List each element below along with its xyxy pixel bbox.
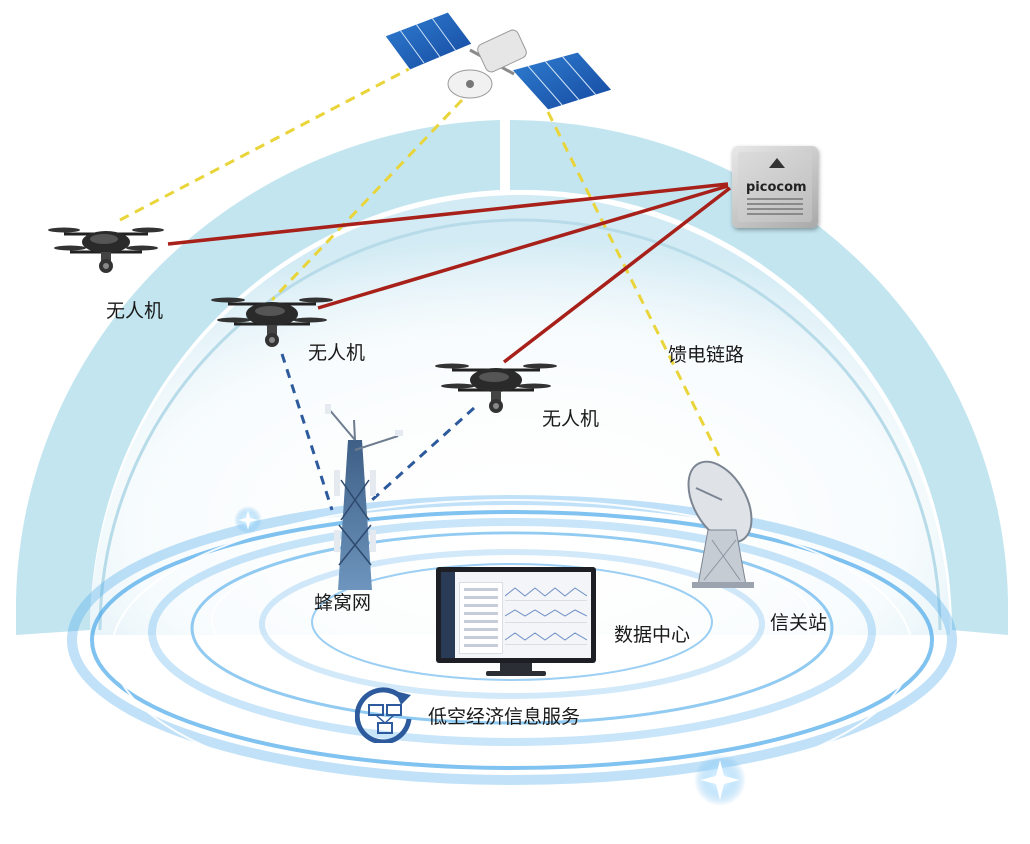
chip-links — [167, 182, 732, 364]
chip-icon: picocom — [732, 146, 818, 228]
label-data-center: 数据中心 — [614, 624, 691, 646]
drone-icon — [435, 363, 557, 413]
drone-icon — [211, 297, 333, 347]
cellular-links — [280, 353, 476, 511]
dish-antenna-icon — [687, 460, 754, 588]
sparkle-icon — [700, 760, 740, 800]
label-cellular-network: 蜂窝网 — [314, 592, 372, 614]
monitor-base — [486, 671, 546, 676]
satellite-icon — [384, 11, 613, 111]
chip-logo-mark — [769, 158, 785, 168]
vortex — [67, 495, 957, 801]
dashboard-screen — [441, 572, 591, 658]
label-drone-2: 无人机 — [308, 342, 366, 364]
monitor-icon — [436, 567, 596, 663]
network-service-icon — [355, 687, 412, 743]
label-drone-3: 无人机 — [542, 408, 600, 430]
sparkle-icon — [238, 510, 258, 530]
satellite-links — [119, 56, 724, 463]
drone-icon — [48, 227, 164, 273]
label-feeder-link: 馈电链路 — [668, 344, 745, 366]
chip-fine-print — [747, 198, 803, 218]
label-drone-1: 无人机 — [106, 300, 164, 322]
cell-tower-icon — [325, 404, 403, 590]
monitor-stand — [500, 663, 532, 671]
chip-brand: picocom — [746, 180, 807, 195]
label-service: 低空经济信息服务 — [428, 706, 581, 728]
label-gateway-station: 信关站 — [770, 612, 828, 634]
